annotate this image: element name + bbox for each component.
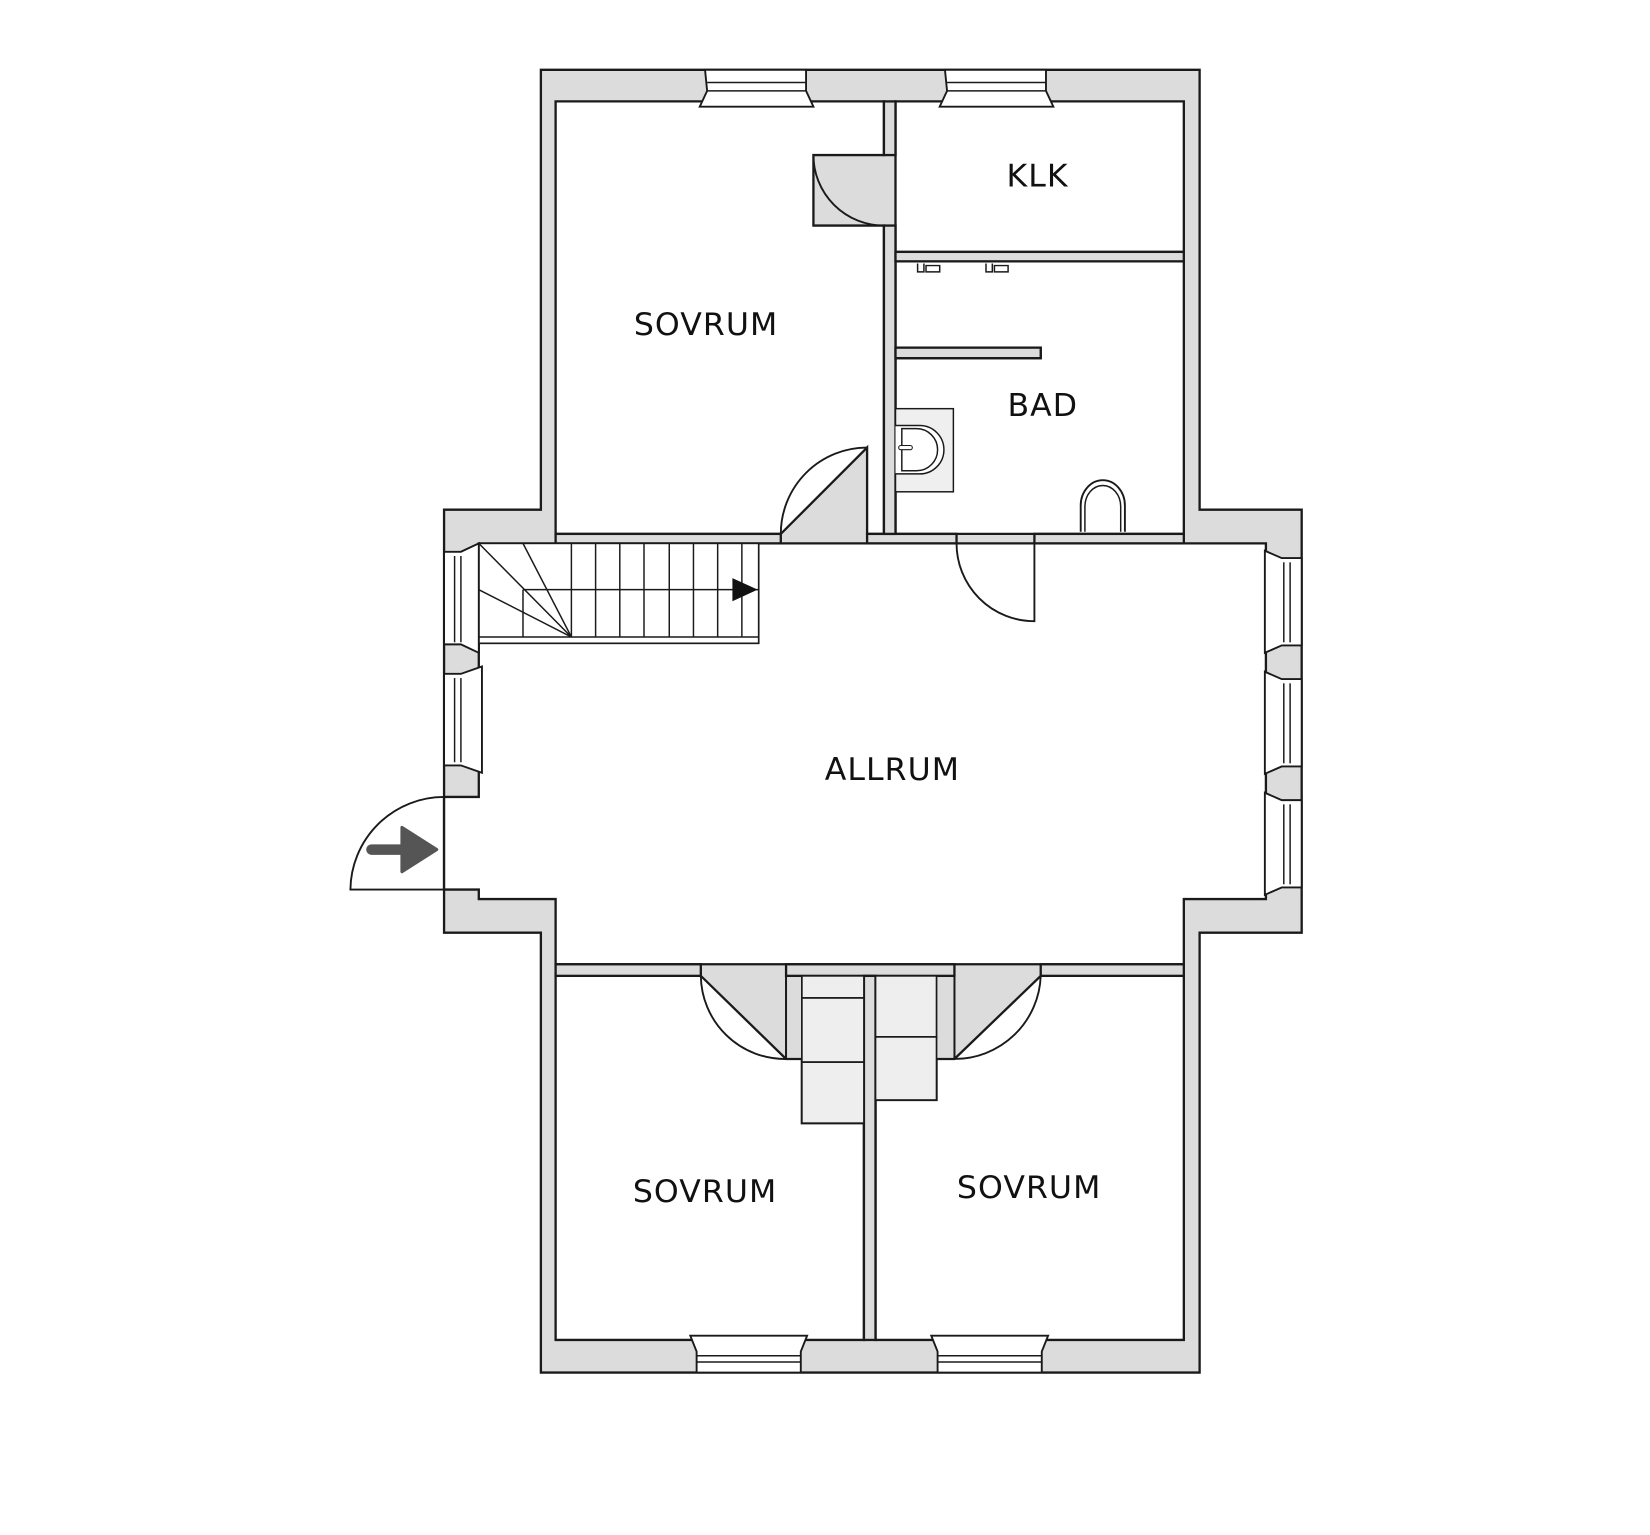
doors (349, 154, 1042, 1060)
window-bottom-right (929, 1334, 1050, 1374)
door-bad (955, 543, 1036, 623)
interior-walls (554, 100, 1185, 1342)
window-top-right (938, 68, 1055, 108)
door-klk (812, 154, 884, 227)
sink-icon (894, 407, 955, 493)
window-right-3 (1263, 791, 1303, 897)
room-label-allrum: ALLRUM (825, 752, 960, 788)
door-entrance (349, 796, 446, 891)
room-interiors (442, 100, 1268, 1342)
window-bottom-left (688, 1334, 809, 1374)
toilet-icon (1079, 479, 1126, 532)
faucet-icon-2 (985, 263, 1009, 273)
door-sovrum-1 (779, 446, 869, 534)
room-label-sovrum-3: SOVRUM (957, 1170, 1101, 1206)
window-left-upper (443, 541, 480, 655)
faucet-icon-1 (916, 263, 941, 273)
window-right-2 (1263, 670, 1303, 776)
window-left-lower (443, 665, 483, 775)
door-sovrum-2 (699, 975, 788, 1060)
bathroom-fixtures (894, 263, 1126, 532)
stairs-direction-arrow-icon (732, 578, 758, 602)
room-label-sovrum-2: SOVRUM (633, 1174, 777, 1210)
window-top-left (698, 68, 815, 108)
door-sovrum-3 (953, 975, 1042, 1060)
stairs (477, 542, 760, 645)
window-right-1 (1263, 549, 1303, 655)
closets (785, 975, 956, 1125)
room-labels: SOVRUM KLK BAD ALLRUM SOVRUM SOVRUM (633, 159, 1101, 1210)
entrance-arrow-icon (366, 825, 439, 874)
room-label-klk: KLK (1007, 159, 1069, 195)
room-label-sovrum-1: SOVRUM (634, 307, 778, 343)
windows (443, 68, 1303, 1374)
room-label-bad: BAD (1007, 388, 1078, 424)
